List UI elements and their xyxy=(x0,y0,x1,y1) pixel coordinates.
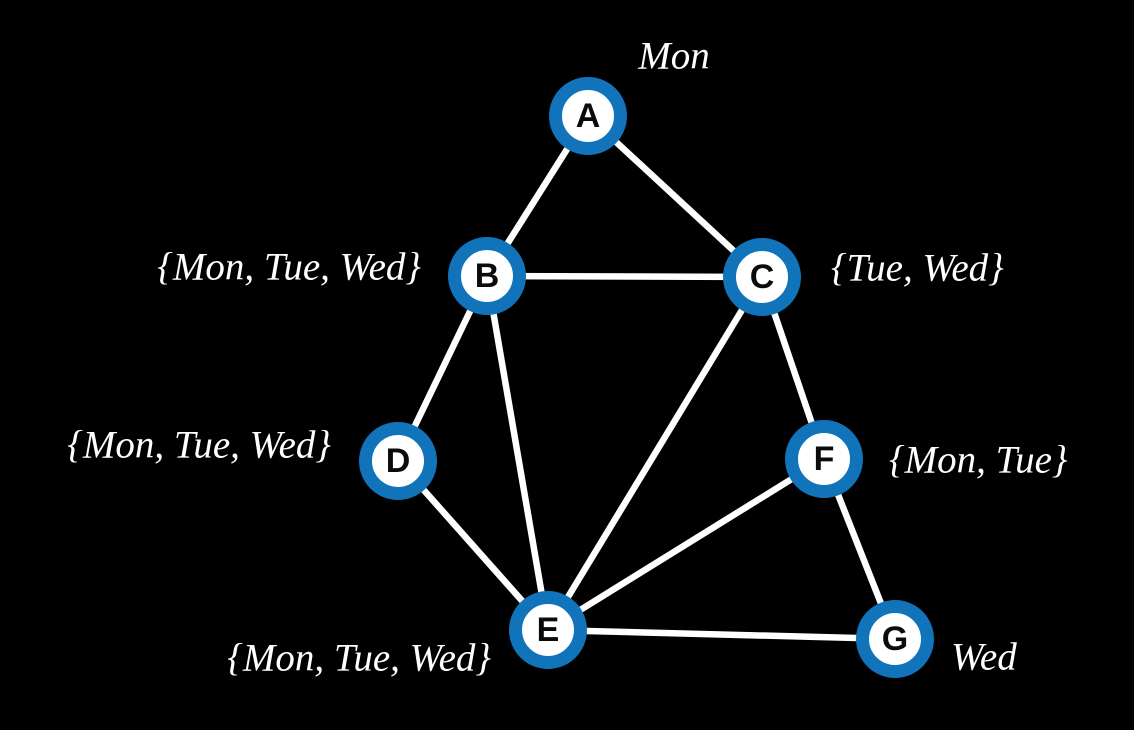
node-C-letter: C xyxy=(749,258,775,296)
edge-B-C xyxy=(483,272,766,281)
domain-label-F: {Mon, Tue} xyxy=(889,438,1068,482)
node-F: F xyxy=(785,420,863,498)
domain-label-D: {Mon, Tue, Wed} xyxy=(67,423,331,467)
node-A-letter: A xyxy=(575,97,601,135)
node-E: E xyxy=(509,591,587,669)
node-G: G xyxy=(856,600,934,678)
node-D-letter: D xyxy=(385,442,411,480)
edge-E-G xyxy=(544,626,899,643)
domain-label-E: {Mon, Tue, Wed} xyxy=(227,636,491,680)
domain-label-B: {Mon, Tue, Wed} xyxy=(157,245,421,289)
node-G-letter: G xyxy=(881,620,909,658)
domain-label-C: {Tue, Wed} xyxy=(831,246,1004,290)
edge-B-E xyxy=(483,272,552,634)
edge-C-E xyxy=(544,273,766,634)
node-E-letter: E xyxy=(536,611,560,649)
node-A: A xyxy=(549,77,627,155)
node-C: C xyxy=(723,238,801,316)
node-B: B xyxy=(448,237,526,315)
edge-E-F xyxy=(544,455,828,634)
node-D: D xyxy=(359,422,437,500)
node-B-letter: B xyxy=(474,257,500,295)
domain-label-G: Wed xyxy=(951,635,1017,679)
node-F-letter: F xyxy=(813,440,835,478)
domain-label-A: Mon xyxy=(638,34,710,78)
